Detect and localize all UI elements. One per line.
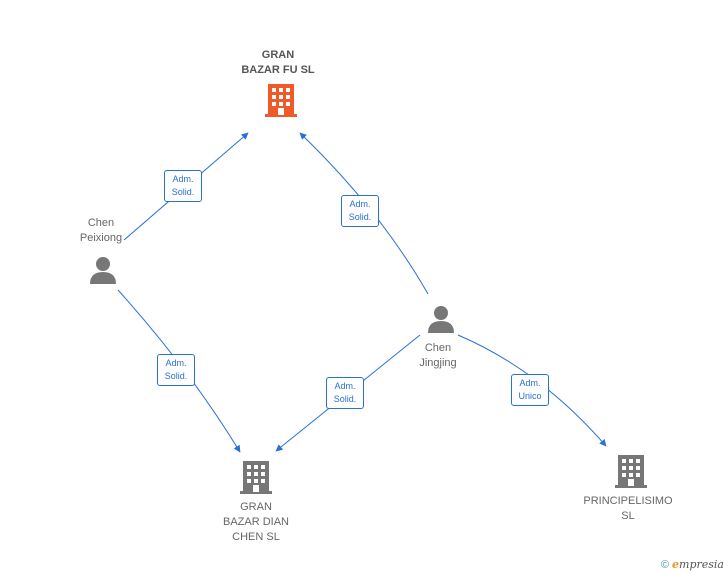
edge-label-peixiong-granbazardian[interactable]: Adm. Solid. xyxy=(157,354,195,386)
person-label-chen-peixiong[interactable]: Chen Peixiong xyxy=(79,217,123,244)
company-label-gran-bazar-dian[interactable]: GRAN BAZAR DIAN CHEN SL xyxy=(222,501,289,543)
company-label-gran-bazar-fu[interactable]: GRAN BAZAR FU SL xyxy=(241,49,315,76)
building-icon[interactable] xyxy=(265,84,297,117)
edge-label-jingjing-granbazarfu[interactable]: Adm. Solid. xyxy=(341,195,379,227)
person-icon[interactable] xyxy=(90,257,116,284)
footer-brand: © empresia xyxy=(661,558,724,571)
copyright-icon: © xyxy=(660,559,669,571)
building-icon[interactable] xyxy=(615,455,647,488)
building-icon[interactable] xyxy=(240,461,272,494)
brand-logo: empresia xyxy=(672,558,724,571)
edge-label-jingjing-principelisimo[interactable]: Adm. Unico xyxy=(511,374,549,406)
person-label-chen-jingjing[interactable]: Chen Jingjing xyxy=(419,342,457,369)
person-icon[interactable] xyxy=(428,306,454,333)
company-label-principelisimo[interactable]: PRINCIPELISIMO SL xyxy=(583,495,673,522)
edge-label-peixiong-granbazarfu[interactable]: Adm. Solid. xyxy=(164,170,202,202)
edge-label-jingjing-granbazardian[interactable]: Adm. Solid. xyxy=(326,377,364,409)
